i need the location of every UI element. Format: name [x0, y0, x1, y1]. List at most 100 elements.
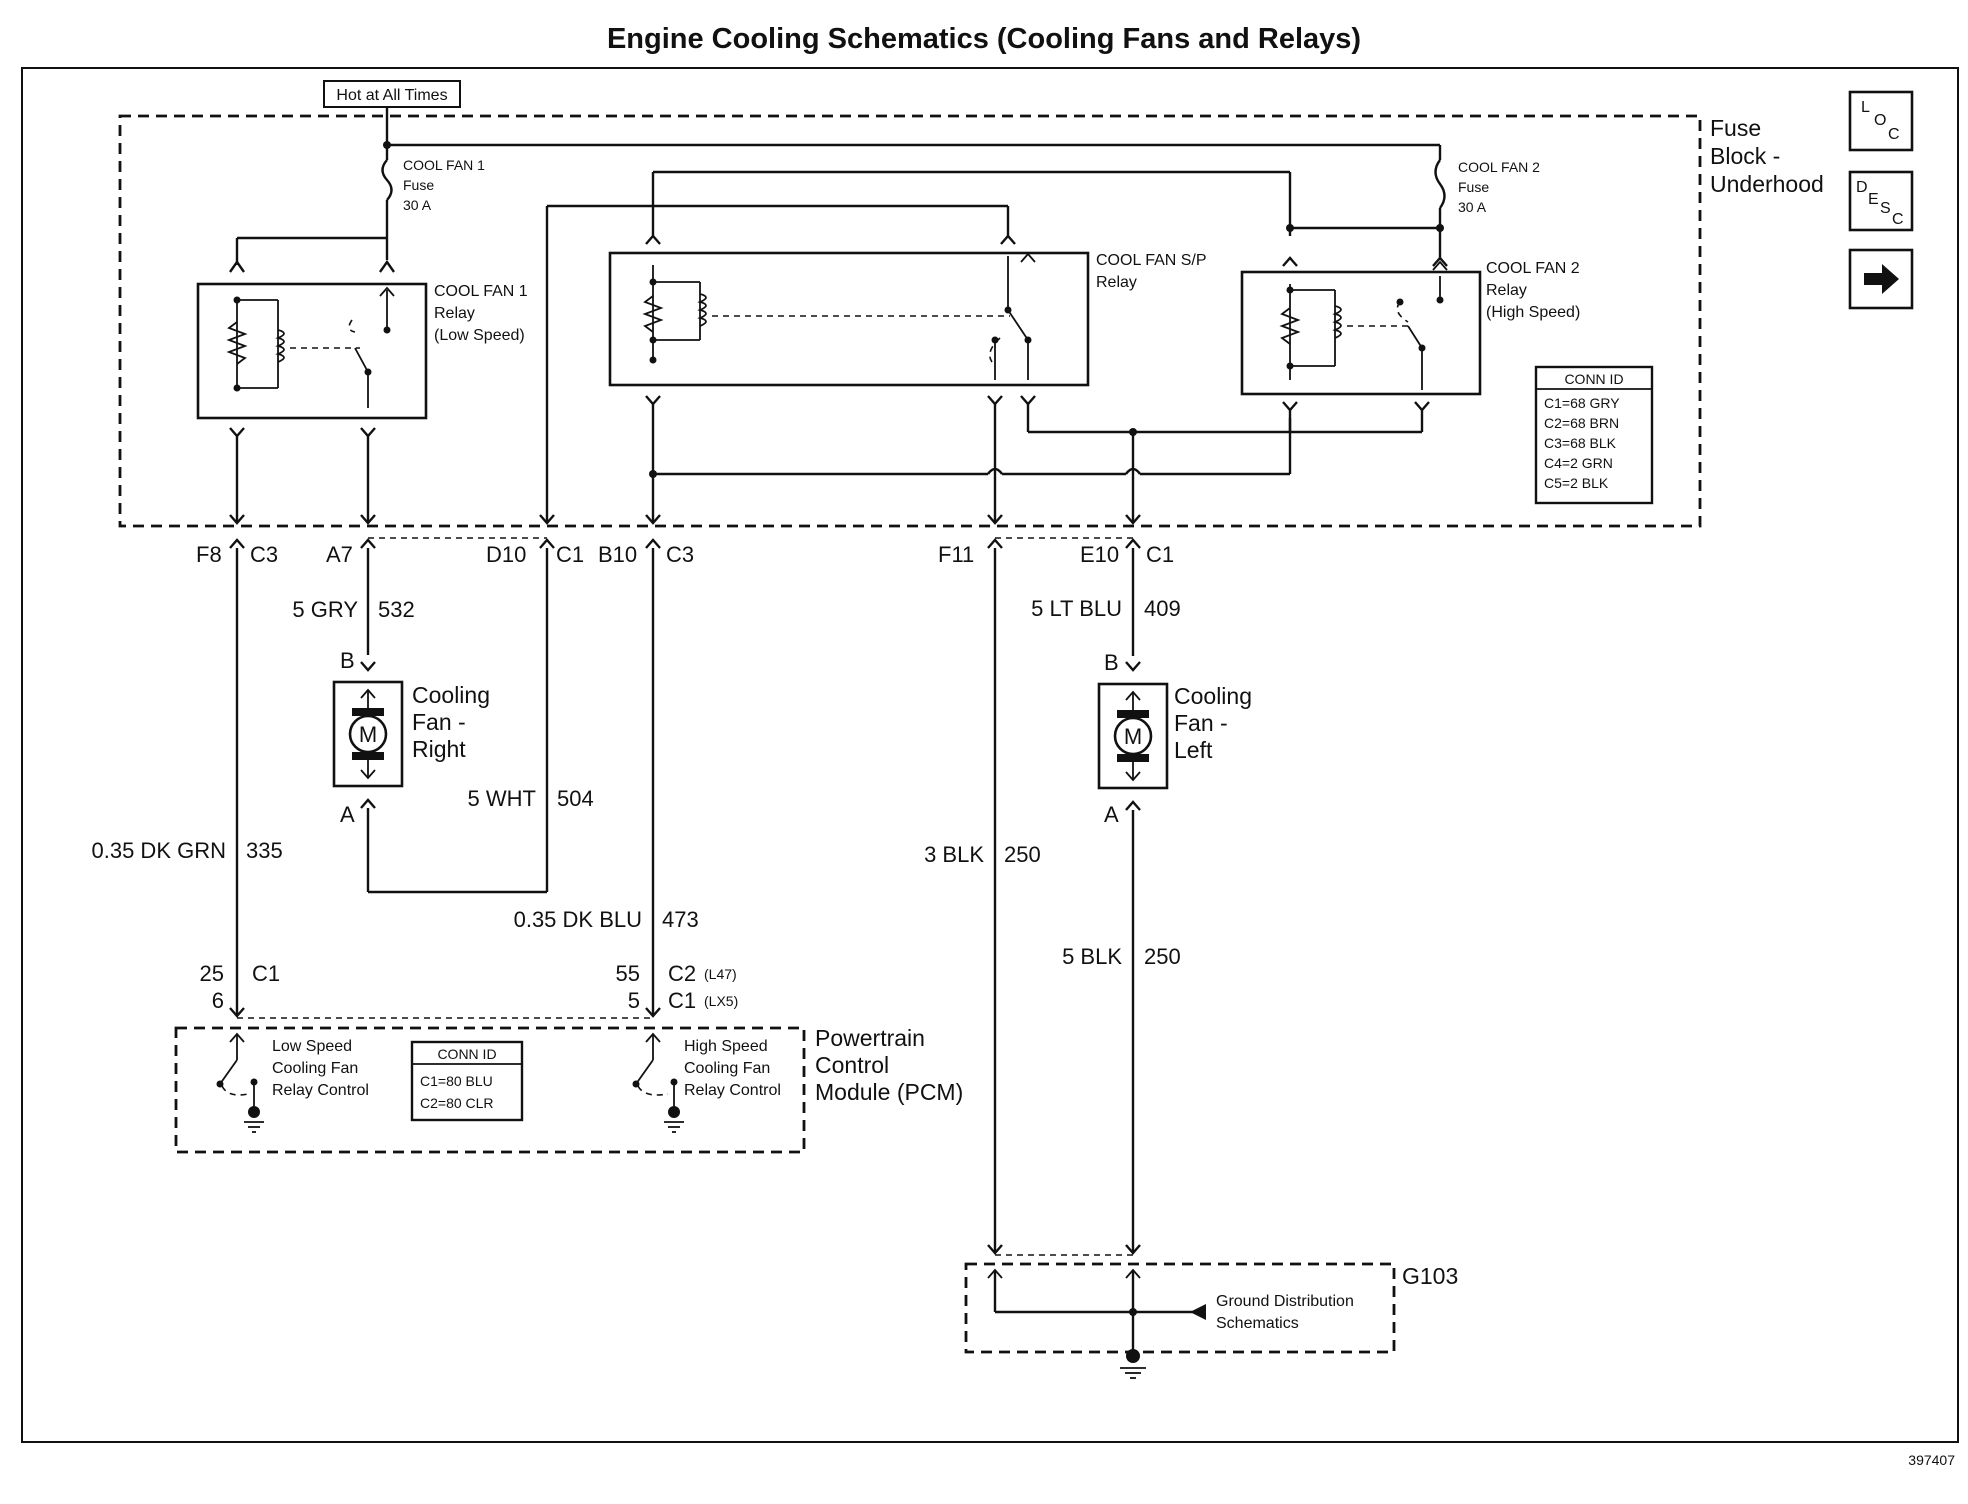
next-page-button[interactable]	[1848, 248, 1914, 310]
pcm-label-1: Powertrain	[815, 1025, 925, 1051]
cooling-fan-left: B M A Cooling Fan - Left	[1097, 650, 1252, 827]
ground-ref-label-1: Ground Distribution	[1216, 1293, 1354, 1310]
ground-g103: G103 Ground Distribution Schematics	[964, 1244, 1458, 1379]
pcm-low-label-1: Low Speed	[272, 1038, 352, 1055]
svg-text:CONN ID: CONN ID	[1564, 371, 1623, 387]
desc-button[interactable]: D E S C	[1848, 170, 1914, 232]
pcm-low-label-2: Cooling Fan	[272, 1060, 358, 1077]
svg-text:C5=2 BLK: C5=2 BLK	[1544, 475, 1609, 491]
pin-e10-conn: C1	[1146, 542, 1174, 567]
wire-504-circuit: 504	[557, 786, 594, 811]
cool-fan-1-fuse: COOL FAN 1 Fuse 30 A	[381, 157, 485, 260]
fan-left-label-2: Fan -	[1174, 710, 1228, 736]
pin-f8: F8	[196, 542, 222, 567]
pcm-high-label-3: Relay Control	[684, 1082, 781, 1099]
wire-409-circuit: 409	[1144, 596, 1181, 621]
cool-fan-2-relay: COOL FAN 2 Relay (High Speed)	[1240, 224, 1580, 412]
ground-icon	[668, 1106, 680, 1118]
loc-letter-o: O	[1874, 112, 1886, 129]
svg-text:C4=2 GRN: C4=2 GRN	[1544, 455, 1613, 471]
relay1-label-3: (Low Speed)	[434, 327, 525, 344]
fuse1-label-2: Fuse	[403, 177, 434, 193]
wire-532-circuit: 532	[378, 597, 415, 622]
desc-letter-c: C	[1892, 211, 1904, 228]
wire-504-color: 5 WHT	[468, 786, 536, 811]
fan-left-label-3: Left	[1174, 737, 1213, 763]
cool-fan-2-fuse: COOL FAN 2 Fuse 30 A	[1434, 159, 1540, 258]
page-title: Engine Cooling Schematics (Cooling Fans …	[607, 23, 1361, 55]
fan-right-terminal-b: B	[340, 648, 355, 673]
loc-letter-l: L	[1861, 99, 1870, 116]
fuse-block-label-2: Block -	[1710, 143, 1780, 169]
pin-f8-conn: C3	[250, 542, 278, 567]
fuse-block-boundary	[118, 114, 1702, 528]
power-bus	[383, 107, 1442, 160]
wire-250b-color: 5 BLK	[1062, 944, 1122, 969]
loc-button[interactable]: L O C	[1848, 90, 1914, 152]
pcm-pin-55-option: (L47)	[704, 966, 737, 982]
pcm-label-3: Module (PCM)	[815, 1079, 963, 1105]
pcm-high-label-2: Cooling Fan	[684, 1060, 770, 1077]
pcm-high-label-1: High Speed	[684, 1038, 768, 1055]
figure-number: 397407	[1908, 1452, 1955, 1468]
relay2-label-1: COOL FAN 2	[1486, 260, 1580, 277]
wire-250a-color: 3 BLK	[924, 842, 984, 867]
relay2-label-2: Relay	[1486, 282, 1527, 299]
pcm: Low Speed Cooling Fan Relay Control High…	[174, 1007, 963, 1154]
wire-473-color: 0.35 DK BLU	[514, 907, 642, 932]
wire-409-color: 5 LT BLU	[1031, 596, 1122, 621]
pcm-low-label-3: Relay Control	[272, 1082, 369, 1099]
fuse2-label-3: 30 A	[1458, 199, 1487, 215]
relay-sp-label-1: COOL FAN S/P	[1096, 252, 1207, 269]
relay1-label-2: Relay	[434, 305, 475, 322]
pcm-pin-25-conn: C1	[252, 961, 280, 986]
svg-text:C1=68 GRY: C1=68 GRY	[1544, 395, 1620, 411]
ground-name: G103	[1402, 1263, 1458, 1289]
wire-473-circuit: 473	[662, 907, 699, 932]
pcm-conn-id-header: CONN ID	[437, 1046, 496, 1062]
fuse1-label-3: 30 A	[403, 197, 432, 213]
ground-icon	[1126, 1349, 1140, 1363]
desc-letter-d: D	[1856, 179, 1868, 196]
pcm-conn-id-row-2: C2=80 CLR	[420, 1095, 494, 1111]
pcm-pin-5: 5	[628, 988, 640, 1013]
wire-335-circuit: 335	[246, 838, 283, 863]
wire-250a-circuit: 250	[1004, 842, 1041, 867]
svg-text:C3=68 BLK: C3=68 BLK	[1544, 435, 1617, 451]
wire-335-color: 0.35 DK GRN	[92, 838, 227, 863]
wire-250b-circuit: 250	[1144, 944, 1181, 969]
pcm-pin-55-conn: C2	[668, 961, 696, 986]
power-source-label: Hot at All Times	[323, 80, 461, 108]
fan-right-label-3: Right	[412, 736, 466, 762]
external-wiring	[235, 548, 1135, 1252]
pcm-pin-6: 6	[212, 988, 224, 1013]
outer-frame	[21, 67, 1959, 1443]
fuse2-label-2: Fuse	[1458, 179, 1489, 195]
fan-right-motor: M	[359, 722, 377, 747]
pcm-pin-5-conn: C1	[668, 988, 696, 1013]
fuse-block-label-3: Underhood	[1710, 171, 1824, 197]
svg-text:C2=68 BRN: C2=68 BRN	[1544, 415, 1619, 431]
desc-letter-s: S	[1880, 200, 1891, 217]
svg-text:Hot at All Times: Hot at All Times	[336, 87, 447, 104]
pcm-label-2: Control	[815, 1052, 889, 1078]
relay-sp-label-2: Relay	[1096, 274, 1137, 291]
pin-f11: F11	[938, 542, 974, 567]
pin-a7: A7	[326, 542, 353, 567]
fan-left-terminal-b: B	[1104, 650, 1119, 675]
pcm-pin-25: 25	[200, 961, 224, 986]
ground-ref-label-2: Schematics	[1216, 1315, 1299, 1332]
cool-fan-sp-relay: COOL FAN S/P Relay	[545, 170, 1292, 522]
wire-532-color: 5 GRY	[292, 597, 358, 622]
fan-left-terminal-a: A	[1104, 802, 1119, 827]
cool-fan-1-relay: COOL FAN 1 Relay (Low Speed)	[196, 236, 528, 438]
relay1-label-1: COOL FAN 1	[434, 283, 528, 300]
pcm-pin-55: 55	[616, 961, 640, 986]
pin-d10: D10	[486, 542, 526, 567]
fuse1-label-1: COOL FAN 1	[403, 157, 485, 173]
fan-right-terminal-a: A	[340, 802, 355, 827]
fuse-block-wiring	[235, 404, 1424, 522]
pin-b10-conn: C3	[666, 542, 694, 567]
pin-e10: E10	[1080, 542, 1119, 567]
pcm-pin-5-option: (LX5)	[704, 993, 738, 1009]
